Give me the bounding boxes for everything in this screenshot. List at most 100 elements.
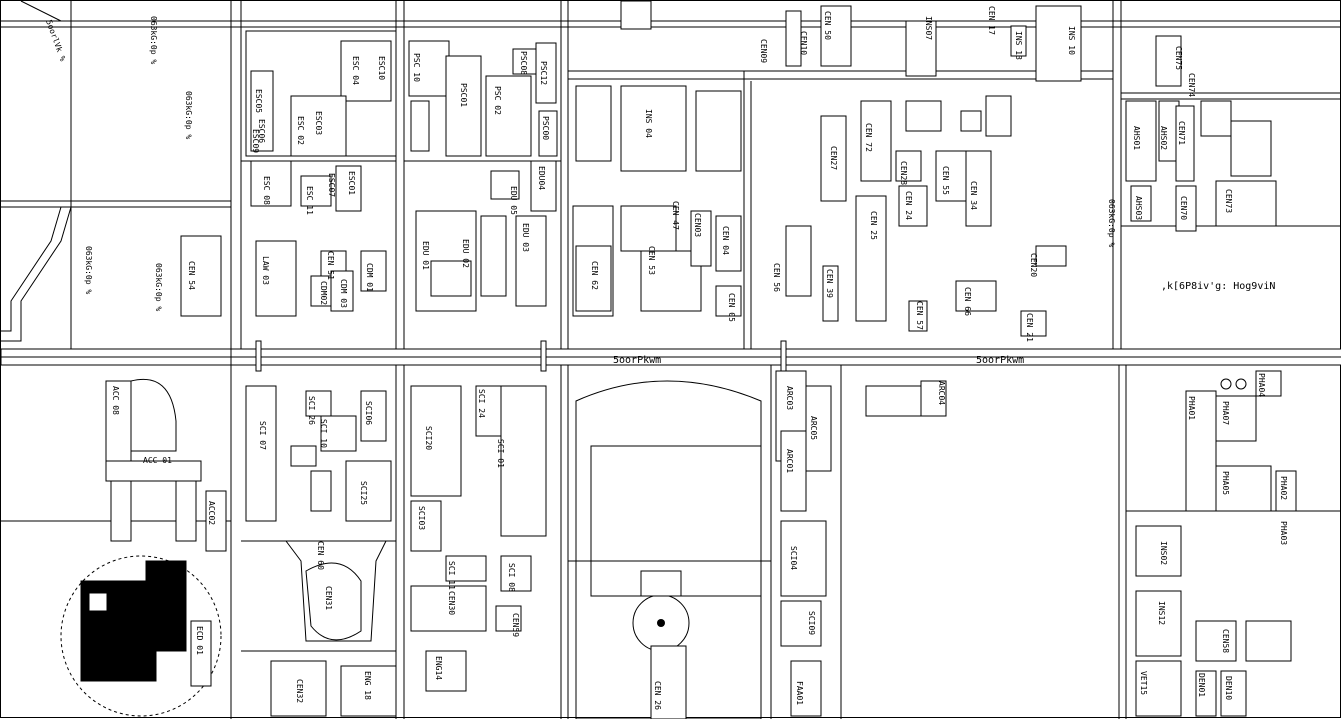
building-label-cen54[interactable]: CEN 54 [187, 261, 196, 290]
building-label-cen47[interactable]: CEN 47 [671, 201, 680, 230]
building-label-pha05[interactable]: PHA05 [1221, 471, 1230, 495]
building-label-cen68[interactable]: CEN 68 [149, 611, 158, 640]
building-label-sci04[interactable]: SCI04 [789, 546, 798, 570]
building-label-cen56[interactable]: CEN 56 [772, 263, 781, 292]
building-label-pha04[interactable]: PHA04 [1257, 373, 1266, 397]
building-label-cen51[interactable]: CEN 51 [326, 251, 335, 280]
building-label-sci01[interactable]: SCI 01 [496, 439, 505, 468]
building-label-vet15[interactable]: VET15 [1139, 671, 1148, 695]
building-label-cdm03[interactable]: CDM 03 [339, 279, 348, 308]
building-label-esc03[interactable]: ESC03 [314, 111, 323, 135]
building-label-cdm02[interactable]: CDM02 [319, 281, 328, 305]
building-label-sci26[interactable]: SCI 26 [307, 396, 316, 425]
building-label-cen04[interactable]: CEN 04 [721, 226, 730, 255]
building-label-acc01[interactable]: ACC 01 [143, 456, 172, 465]
building-label-cdm01[interactable]: CDM 01 [365, 263, 374, 292]
building-label-cen72[interactable]: CEN 72 [864, 123, 873, 152]
building-label-cen03[interactable]: CEN03 [693, 213, 702, 237]
building-label-cen74[interactable]: CEN74 [1187, 73, 1196, 97]
building-label-esc11[interactable]: ESC 11 [305, 186, 314, 215]
building-label-ins13[interactable]: INS 13 [1014, 31, 1023, 60]
building-label-edu02[interactable]: EDU 02 [461, 239, 470, 268]
building-label-den01[interactable]: DEN01 [1197, 673, 1206, 697]
building-label-cen21[interactable]: CEN 21 [1025, 313, 1034, 342]
building-label-acc02[interactable]: ACC02 [207, 501, 216, 525]
building-label-ins10[interactable]: INS 10 [1067, 26, 1076, 55]
building-label-cen27[interactable]: CEN27 [829, 146, 838, 170]
building-label-faa01[interactable]: FAA01 [795, 681, 804, 705]
building-label-sci07[interactable]: SCI 07 [258, 421, 267, 450]
building-label-eng18[interactable]: ENG 18 [363, 671, 372, 700]
building-label-cen60[interactable]: CEN 60 [316, 541, 325, 570]
building-label-psc00[interactable]: PSC00 [541, 116, 550, 140]
building-label-arc03[interactable]: ARC03 [785, 386, 794, 410]
building-label-cen17[interactable]: CEN 17 [987, 6, 996, 35]
building-label-cen09[interactable]: CEN09 [759, 39, 768, 63]
building-label-sci08[interactable]: SCI 08 [507, 563, 516, 592]
building-label-psc08[interactable]: PSC08 [519, 51, 528, 75]
building-label-cen34[interactable]: CEN 34 [969, 181, 978, 210]
building-label-arc04[interactable]: ARC04 [937, 381, 946, 405]
building-label-esc01[interactable]: ESC01 [347, 171, 356, 195]
building-label-esc10[interactable]: ESC10 [377, 56, 386, 80]
building-label-sci25[interactable]: SCI25 [359, 481, 368, 505]
building-label-cen53[interactable]: CEN 53 [647, 246, 656, 275]
building-label-ins12[interactable]: INS12 [1157, 601, 1166, 625]
building-label-cen70[interactable]: CEN70 [1179, 196, 1188, 220]
building-label-edu04[interactable]: EDU04 [537, 166, 546, 190]
building-label-ins04[interactable]: INS 04 [644, 109, 653, 138]
building-label-cen31[interactable]: CEN31 [324, 586, 333, 610]
building-label-eng14[interactable]: ENG14 [434, 656, 443, 680]
building-label-cen39[interactable]: CEN 39 [825, 269, 834, 298]
building-label-sci06[interactable]: SCI06 [364, 401, 373, 425]
building-label-ins02[interactable]: INS02 [1159, 541, 1168, 565]
building-label-den10[interactable]: DEN10 [1224, 676, 1233, 700]
building-label-cen26[interactable]: CEN 26 [653, 681, 662, 710]
building-label-pha07[interactable]: PHA07 [1221, 401, 1230, 425]
building-label-cen66[interactable]: CEN 66 [963, 287, 972, 316]
building-label-arc05[interactable]: ARC05 [809, 416, 818, 440]
building-label-esc08[interactable]: ESC 08 [262, 176, 271, 205]
building-label-esc06[interactable]: ESC06 [257, 119, 266, 143]
building-label-sci03[interactable]: SCI03 [417, 506, 426, 530]
building-label-cen28[interactable]: CEN28 [899, 161, 908, 185]
building-label-edu01[interactable]: EDU 01 [421, 241, 430, 270]
building-label-arc01[interactable]: ARC01 [785, 449, 794, 473]
building-label-acc08[interactable]: ACC 08 [111, 386, 120, 415]
building-label-sci11[interactable]: SCI 11 [447, 561, 456, 590]
building-label-sci10[interactable]: SCI 10 [319, 419, 328, 448]
building-label-ahs02[interactable]: AHS02 [1159, 126, 1168, 150]
building-label-psc12[interactable]: PSC12 [539, 61, 548, 85]
building-label-ecd01[interactable]: ECD 01 [195, 626, 204, 655]
building-label-pha01[interactable]: PHA01 [1187, 396, 1196, 420]
building-label-psc10[interactable]: PSC 10 [412, 53, 421, 82]
building-label-cen25[interactable]: CEN 25 [869, 211, 878, 240]
building-label-pha03[interactable]: PHA03 [1279, 521, 1288, 545]
building-label-psc02[interactable]: PSC 02 [493, 86, 502, 115]
building-label-ahs01[interactable]: AHS01 [1132, 126, 1141, 150]
building-label-cen10[interactable]: CEN10 [799, 31, 808, 55]
building-label-esc07[interactable]: ESC07 [327, 173, 336, 197]
building-label-cen71[interactable]: CEN71 [1177, 121, 1186, 145]
building-label-cen57[interactable]: CEN 57 [915, 301, 924, 330]
building-label-cen59[interactable]: CEN59 [511, 613, 520, 637]
building-label-ins07[interactable]: INS07 [924, 16, 933, 40]
building-label-esc04[interactable]: ESC 04 [351, 56, 360, 85]
building-label-cen32[interactable]: CEN32 [295, 679, 304, 703]
building-label-pha02[interactable]: PHA02 [1279, 476, 1288, 500]
building-label-cen30[interactable]: CEN30 [447, 591, 456, 615]
building-label-sci09[interactable]: SCI09 [807, 611, 816, 635]
building-label-cen55[interactable]: CEN 55 [941, 166, 950, 195]
building-label-esc05[interactable]: ESC05 [254, 89, 263, 113]
building-label-cen24[interactable]: CEN 24 [904, 191, 913, 220]
building-label-cen62[interactable]: CEN 62 [590, 261, 599, 290]
building-label-sci24[interactable]: SCI 24 [477, 389, 486, 418]
building-label-cen50[interactable]: CEN 50 [823, 11, 832, 40]
building-label-esc02[interactable]: ESC 02 [296, 116, 305, 145]
building-label-cen73[interactable]: CEN73 [1224, 189, 1233, 213]
building-label-cen58[interactable]: CEN58 [1221, 629, 1230, 653]
building-label-psc01[interactable]: PSC01 [459, 83, 468, 107]
building-label-cen20[interactable]: CEN20 [1029, 253, 1038, 277]
building-label-law03[interactable]: LAW 03 [261, 256, 270, 285]
